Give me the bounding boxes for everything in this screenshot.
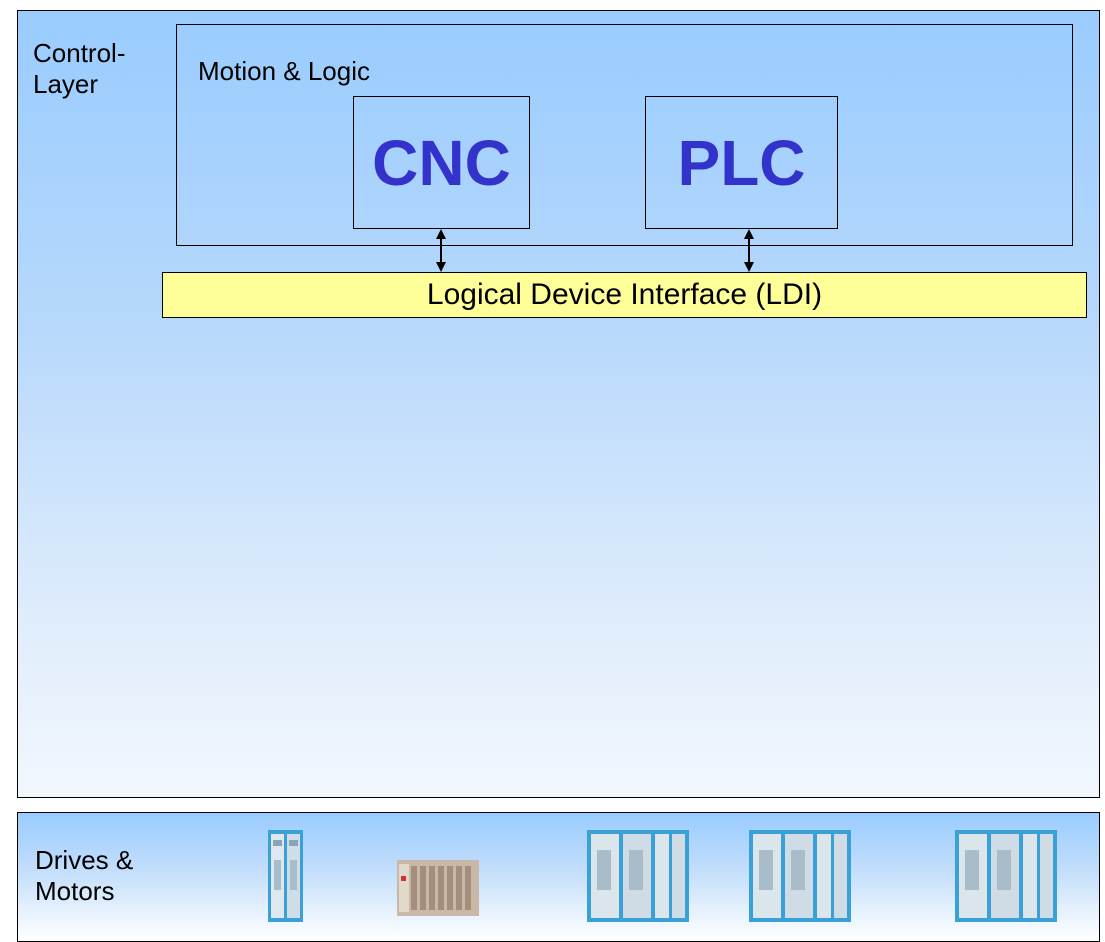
drive-rack-icon [587, 830, 689, 922]
drives-motors-label-line1: Drives & [35, 845, 134, 875]
plc-ldi-arrow [744, 229, 754, 272]
control-layer-label-line2: Layer [33, 69, 99, 99]
control-layer-label-line1: Control- [33, 38, 126, 68]
control-layer [17, 10, 1100, 798]
control-layer-label: Control- Layer [33, 38, 125, 100]
drive-rack-icon [749, 830, 851, 922]
drives-motors-label: Drives & Motors [35, 845, 133, 907]
cnc-ldi-arrow [436, 229, 446, 272]
io-terminal-icon [397, 860, 479, 916]
cnc-box: CNC [353, 96, 530, 229]
motion-logic-box [176, 24, 1073, 246]
drive-rack-icon [955, 830, 1057, 922]
drives-motors-label-line2: Motors [35, 876, 115, 906]
plc-box: PLC [645, 96, 838, 229]
drive-module-icon [268, 830, 303, 922]
motion-logic-label: Motion & Logic [198, 56, 370, 86]
ldi-bar: Logical Device Interface (LDI) [162, 272, 1087, 318]
drives-motors-layer [17, 812, 1100, 942]
